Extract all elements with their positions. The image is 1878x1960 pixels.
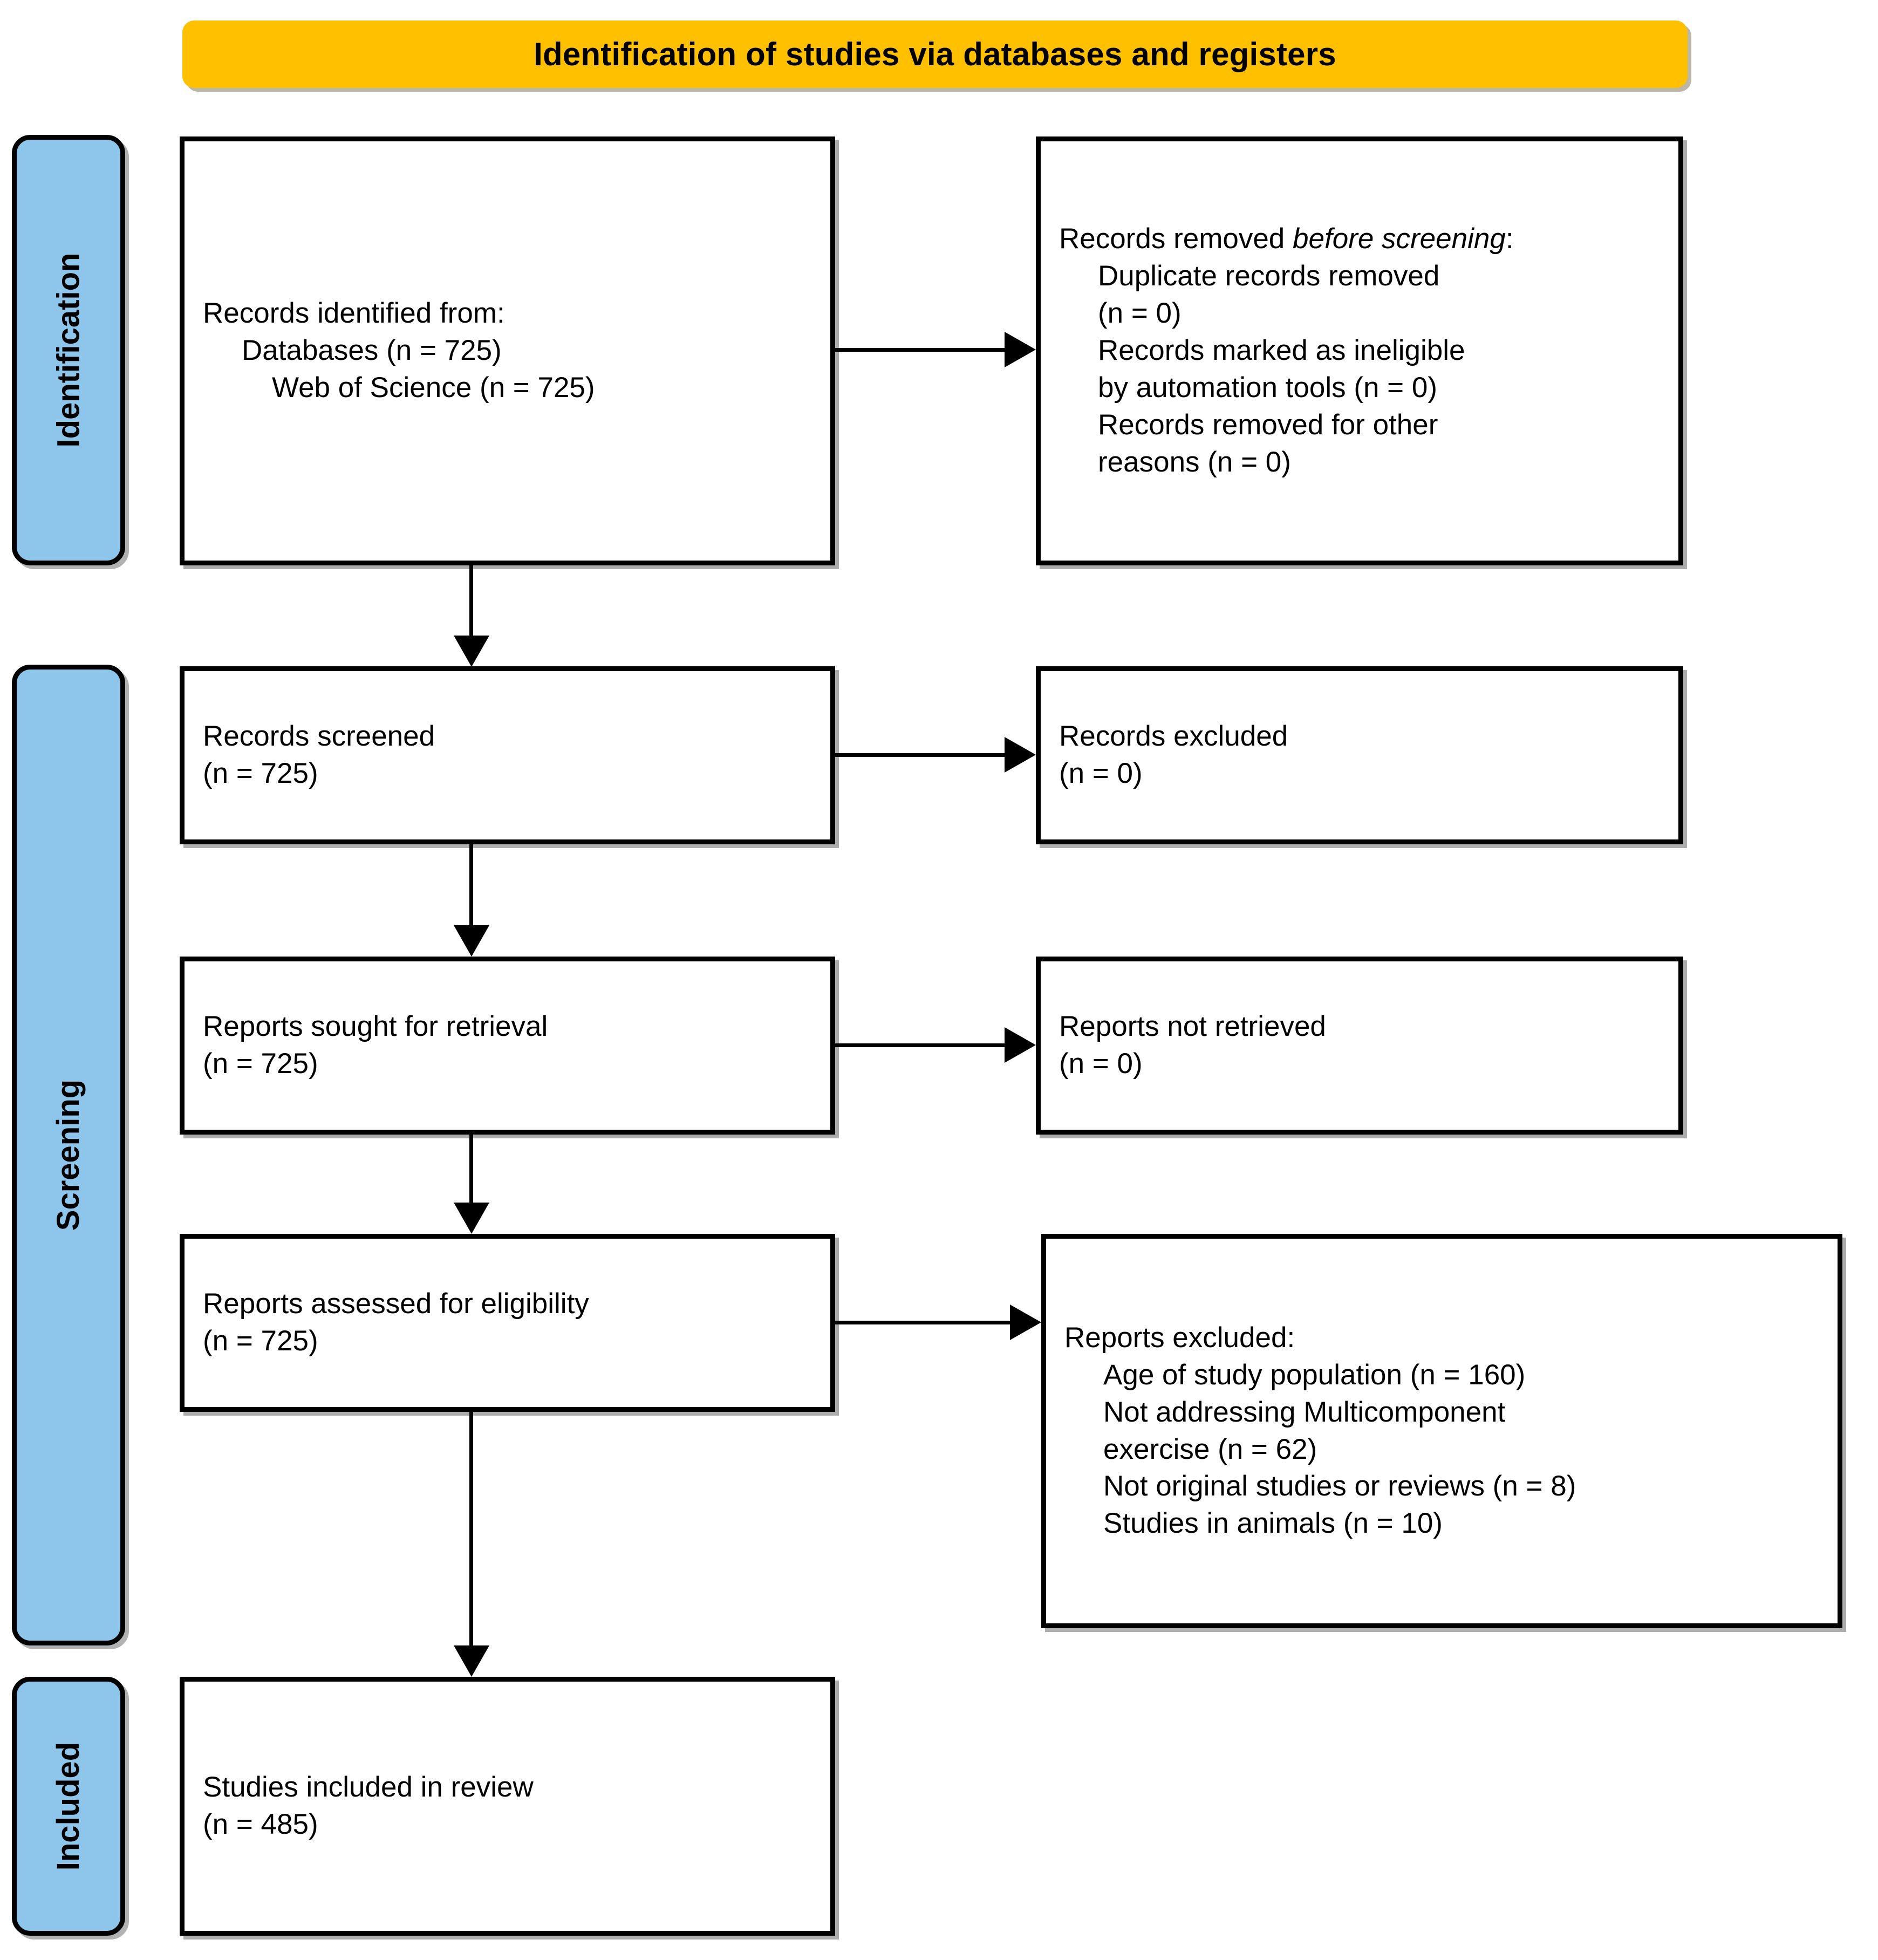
- box-reports-sought-for-retrieval: Reports sought for retrieval (n = 725): [180, 957, 835, 1135]
- connector-identified-to-removed: [835, 348, 1005, 352]
- records-removed-duplicates: Duplicate records removed: [1098, 260, 1440, 292]
- connector-identified-to-screened: [469, 565, 473, 636]
- arrowhead-identified-to-removed: [1005, 332, 1036, 367]
- records-screened-title: Records screened: [203, 720, 435, 753]
- connector-sought-to-assessed: [469, 1135, 473, 1203]
- records-removed-other-count: reasons (n = 0): [1098, 446, 1291, 478]
- connector-assessed-to-reports-excluded: [835, 1321, 1010, 1324]
- reports-excluded-multicomponent-cont: exercise (n = 62): [1103, 1433, 1317, 1465]
- stage-label-screening: Screening: [12, 665, 125, 1645]
- stage-label-identification: Identification: [12, 135, 125, 565]
- box-studies-included-in-review: Studies included in review (n = 485): [180, 1677, 835, 1936]
- box-reports-assessed-for-eligibility: Reports assessed for eligibility (n = 72…: [180, 1234, 835, 1412]
- records-identified-title: Records identified from:: [203, 297, 505, 330]
- box-records-removed-before-screening: Records removed before screening: Duplic…: [1036, 136, 1683, 565]
- arrowhead-assessed-to-reports-excluded: [1010, 1305, 1041, 1340]
- arrowhead-sought-to-not-retrieved: [1005, 1027, 1036, 1063]
- records-removed-other: Records removed for other: [1098, 408, 1438, 441]
- reports-assessed-count: (n = 725): [203, 1325, 318, 1357]
- studies-included-title: Studies included in review: [203, 1771, 534, 1804]
- connector-screened-to-excluded: [835, 753, 1005, 757]
- arrowhead-identified-to-screened: [454, 636, 489, 667]
- records-removed-duplicates-count: (n = 0): [1098, 297, 1182, 330]
- box-records-screened: Records screened (n = 725): [180, 666, 835, 844]
- reports-assessed-title: Reports assessed for eligibility: [203, 1288, 589, 1320]
- reports-excluded-multicomponent: Not addressing Multicomponent: [1103, 1396, 1506, 1428]
- records-screened-count: (n = 725): [203, 757, 318, 789]
- records-excluded-count: (n = 0): [1059, 757, 1143, 789]
- reports-sought-title: Reports sought for retrieval: [203, 1010, 548, 1043]
- stage-label-identification-text: Identification: [51, 252, 86, 448]
- records-removed-automation: Records marked as ineligible: [1098, 334, 1465, 367]
- stage-label-included-text: Included: [51, 1742, 86, 1871]
- reports-not-retrieved-count: (n = 0): [1059, 1048, 1143, 1080]
- reports-excluded-not-original: Not original studies or reviews (n = 8): [1103, 1470, 1576, 1503]
- reports-not-retrieved-title: Reports not retrieved: [1059, 1010, 1326, 1043]
- connector-screened-to-sought: [469, 844, 473, 925]
- reports-excluded-age: Age of study population (n = 160): [1103, 1358, 1526, 1391]
- stage-label-screening-text: Screening: [51, 1079, 86, 1231]
- arrowhead-screened-to-excluded: [1005, 737, 1036, 773]
- box-records-excluded: Records excluded (n = 0): [1036, 666, 1683, 844]
- records-removed-title-colon: :: [1505, 223, 1514, 255]
- connector-sought-to-not-retrieved: [835, 1043, 1005, 1047]
- records-identified-databases: Databases (n = 725): [242, 334, 502, 367]
- records-removed-title: Records removed before screening:: [1059, 221, 1660, 258]
- box-reports-not-retrieved: Reports not retrieved (n = 0): [1036, 957, 1683, 1135]
- arrowhead-screened-to-sought: [454, 925, 489, 957]
- arrowhead-assessed-to-included: [454, 1645, 489, 1677]
- diagram-header-banner: Identification of studies via databases …: [182, 21, 1688, 88]
- arrowhead-sought-to-assessed: [454, 1203, 489, 1234]
- reports-sought-count: (n = 725): [203, 1048, 318, 1080]
- records-removed-title-plain: Records removed: [1059, 223, 1293, 255]
- reports-excluded-title: Reports excluded:: [1064, 1321, 1295, 1354]
- reports-excluded-animals: Studies in animals (n = 10): [1103, 1507, 1443, 1540]
- records-identified-web-of-science: Web of Science (n = 725): [272, 371, 595, 404]
- stage-label-included: Included: [12, 1677, 125, 1936]
- records-removed-title-italic: before screening: [1293, 223, 1506, 255]
- box-reports-excluded: Reports excluded: Age of study populatio…: [1041, 1234, 1842, 1628]
- records-removed-automation-count: by automation tools (n = 0): [1098, 371, 1437, 404]
- page-title: Identification of studies via databases …: [534, 36, 1336, 72]
- studies-included-count: (n = 485): [203, 1808, 318, 1840]
- connector-assessed-to-included: [469, 1412, 473, 1645]
- records-excluded-title: Records excluded: [1059, 720, 1288, 753]
- box-records-identified: Records identified from: Databases (n = …: [180, 136, 835, 565]
